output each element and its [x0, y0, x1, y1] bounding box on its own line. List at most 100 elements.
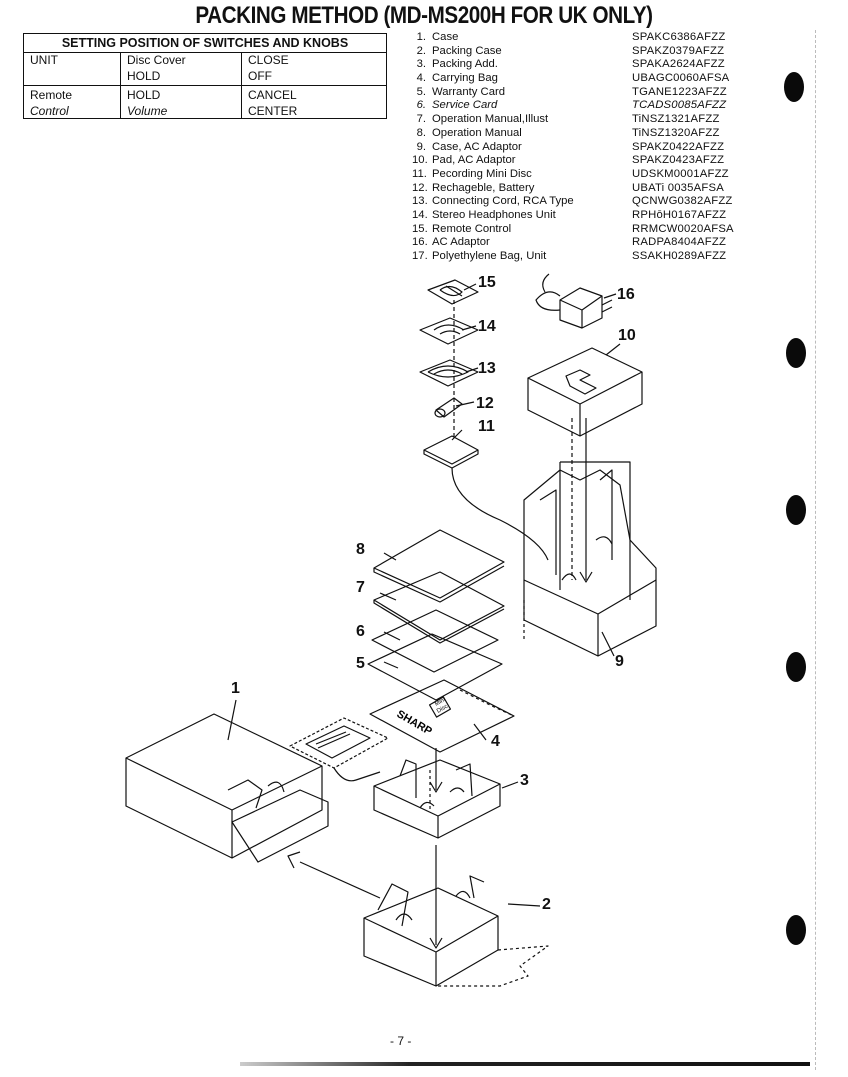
callout-5: 5 [356, 655, 365, 672]
part-name: Rechageble, Battery [432, 181, 535, 194]
table-row: Control Volume CENTER [23, 104, 387, 119]
part-code: TiNSZ1320AFZZ [632, 126, 720, 139]
headphones-drawing [419, 317, 479, 345]
callout-3: 3 [520, 772, 529, 789]
callout-10: 10 [618, 327, 636, 344]
part-number: 11. [412, 167, 427, 180]
part-name: Stereo Headphones Unit [432, 208, 556, 221]
part-number: 4. [416, 72, 426, 85]
list-item: 14. Stereo Headphones Unit RPHōH0167AFZZ [412, 209, 752, 223]
part-name: Case [432, 31, 459, 43]
part-code: SSAKH0289AFZZ [632, 250, 727, 262]
part-name: Polyethylene Bag, Unit [432, 250, 547, 262]
control-cell: Volume [120, 104, 242, 119]
part-name: Packing Case [432, 44, 502, 57]
service-card-drawing [371, 609, 499, 673]
list-item: 13. Connecting Cord, RCA Type QCNWG0382AFZ… [412, 195, 752, 209]
part-number: 10. [412, 154, 428, 167]
packing-add-drawing [373, 759, 501, 839]
ac-adaptor-drawing [535, 273, 613, 329]
part-name: Operation Manual,Illust [432, 113, 549, 126]
table-row: Remote HOLD CANCEL [23, 85, 387, 104]
adaptor-pad-drawing [527, 347, 643, 437]
carrying-bag-drawing [369, 679, 515, 753]
page-number: - 7 - [390, 1034, 412, 1048]
part-code: SPAKZ0422AFZZ [632, 140, 725, 153]
list-item: 11. Pecording Mini Disc UDSKM0001AFZZ [412, 168, 752, 182]
mini-disc-logo-line-1: Mini [434, 697, 447, 708]
part-number: 15. [412, 222, 428, 235]
part-code: QCNWG0382AFZZ [632, 195, 733, 208]
settings-table-header: SETTING POSITION OF SWITCHES AND KNOBS [23, 33, 387, 53]
unit-cell: Control [23, 104, 121, 119]
part-name: Pecording Mini Disc [432, 167, 532, 180]
punch-hole-mark [786, 338, 806, 368]
part-code: UDSKM0001AFZZ [632, 167, 729, 180]
callout-8: 8 [356, 541, 365, 558]
punch-hole-mark [786, 495, 806, 525]
part-code: UBAGC0060AFSA [632, 72, 730, 85]
brand-mark: SHARP [395, 708, 434, 738]
battery-drawing [434, 397, 463, 418]
callout-4: 4 [491, 733, 500, 750]
callout-2: 2 [542, 896, 551, 913]
part-code: RADPA8404AFZZ [632, 236, 727, 249]
part-name: Pad, AC Adaptor [432, 154, 516, 167]
part-name: Service Card [432, 99, 498, 112]
part-number: 5. [416, 85, 426, 98]
rca-cord-drawing [419, 359, 479, 387]
part-number: 14. [412, 208, 428, 221]
part-code: RRMCW0020AFSA [632, 222, 734, 235]
callout-7: 7 [356, 579, 365, 596]
callout-11: 11 [478, 418, 495, 435]
part-code: SPAKZ0423AFZZ [632, 154, 725, 167]
position-cell: CANCEL [248, 88, 297, 102]
part-name: AC Adaptor [432, 236, 490, 249]
position-cell: CLOSE [248, 53, 289, 67]
unit-cell [23, 67, 121, 86]
part-code: RPHōH0167AFZZ [632, 208, 727, 221]
packing-case-drawing [363, 875, 549, 987]
part-number: 6. [416, 99, 426, 112]
part-code: UBATi 0035AFSA [632, 181, 724, 194]
part-code: TCADS0085AFZZ [632, 99, 727, 112]
adaptor-case-drawing [523, 461, 657, 657]
position-cell: OFF [241, 67, 387, 86]
part-name: Carrying Bag [432, 72, 498, 85]
control-cell: Disc Cover [120, 52, 242, 67]
position-cell: CENTER [248, 104, 298, 118]
part-code: TGANE1223AFZZ [632, 85, 727, 98]
callout-15: 15 [478, 274, 496, 291]
callout-16: 16 [617, 286, 635, 303]
part-number: 8. [416, 126, 426, 139]
part-name: Warranty Card [432, 85, 506, 98]
part-number: 1. [416, 31, 426, 43]
part-number: 3. [416, 58, 426, 71]
part-code: SPAKC6386AFZZ [632, 31, 726, 43]
bottom-scan-bar [240, 1062, 810, 1066]
page-title: PACKING METHOD (MD-MS200H FOR UK ONLY) [195, 2, 653, 29]
unit-cell: UNIT [23, 52, 121, 67]
part-code: SPAKA2624AFZZ [632, 58, 725, 71]
illustrated-manual-drawing [373, 571, 505, 644]
part-number: 2. [416, 44, 426, 57]
punch-hole-mark [786, 652, 806, 682]
callout-12: 12 [476, 395, 494, 412]
control-cell: HOLD [120, 85, 242, 104]
outer-case-drawing [125, 713, 329, 863]
part-name: Connecting Cord, RCA Type [432, 195, 574, 208]
callout-14: 14 [478, 318, 496, 335]
part-code: TiNSZ1321AFZZ [632, 113, 720, 126]
part-number: 13. [412, 195, 428, 208]
list-item: 4. Carrying Bag UBAGC0060AFSA [412, 72, 752, 86]
control-cell: HOLD [120, 67, 242, 86]
